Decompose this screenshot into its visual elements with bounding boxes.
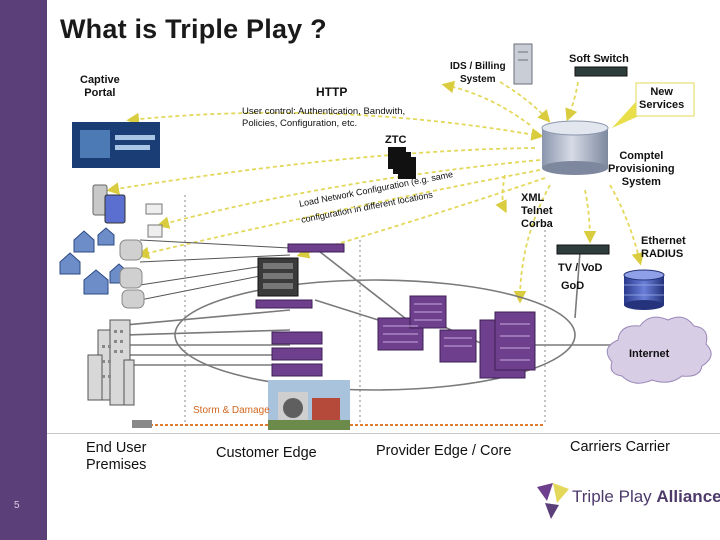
slide-number: 5 bbox=[14, 500, 20, 511]
tv-vod-label: TV / VoD bbox=[558, 262, 603, 274]
storm-damage-label: Storm & Damage bbox=[193, 405, 270, 416]
section-divider-line bbox=[47, 433, 720, 434]
router-stripes bbox=[383, 303, 530, 361]
houses bbox=[59, 227, 129, 295]
radius-database bbox=[623, 269, 665, 310]
comptel-label: Comptel Provisioning System bbox=[608, 150, 675, 188]
xml-telnet-corba-label: XML Telnet Corba bbox=[521, 192, 553, 230]
comptel-cylinder bbox=[541, 120, 609, 175]
http-label: HTTP bbox=[316, 85, 348, 99]
slide-title: What is Triple Play ? bbox=[60, 14, 327, 44]
storm-damage-photo bbox=[268, 380, 350, 430]
core-routers bbox=[377, 295, 536, 379]
ids-billing-label: IDS / Billing System bbox=[450, 61, 506, 85]
ethernet-radius-label: Ethernet RADIUS bbox=[641, 235, 686, 260]
end-user-devices bbox=[92, 184, 163, 238]
section-customer-edge: Customer Edge bbox=[216, 445, 317, 461]
modems bbox=[119, 239, 145, 309]
ztc-servers bbox=[388, 147, 416, 179]
logo-text-light: Triple Play bbox=[572, 487, 657, 506]
user-control-text: User control: Authentication, Bandwith, bbox=[242, 106, 406, 117]
left-sidebar-band bbox=[0, 0, 47, 540]
building-windows bbox=[102, 330, 123, 378]
triple-play-alliance-logo-icon bbox=[537, 483, 569, 519]
section-carriers-carrier: Carriers Carrier bbox=[570, 439, 670, 455]
section-end-user-premises: End User Premises bbox=[86, 440, 147, 473]
section-provider-edge-core: Provider Edge / Core bbox=[376, 443, 512, 459]
network-links bbox=[124, 247, 612, 391]
soft-switch-label: Soft Switch bbox=[569, 53, 629, 65]
internet-label: Internet bbox=[629, 348, 670, 360]
captive-portal-screenshot bbox=[72, 122, 160, 168]
ids-server bbox=[513, 43, 533, 85]
captive-portal-label: Captive Portal bbox=[80, 74, 120, 99]
policies-text: Policies, Configuration, etc. bbox=[242, 118, 358, 129]
new-services-box bbox=[635, 82, 695, 117]
tv-vod-device bbox=[556, 244, 610, 255]
ztc-label: ZTC bbox=[385, 134, 407, 146]
new-services-label: New Services bbox=[639, 86, 685, 111]
soft-switch-device bbox=[574, 66, 628, 77]
internet-cloud bbox=[606, 316, 712, 384]
storm-box bbox=[132, 420, 152, 428]
logo-wordmark: Triple Play Alliance bbox=[572, 487, 720, 507]
god-label: GoD bbox=[561, 280, 585, 292]
logo-text-bold: Alliance bbox=[656, 487, 720, 506]
customer-edge-switches bbox=[255, 243, 345, 377]
section-dividers bbox=[184, 195, 546, 425]
